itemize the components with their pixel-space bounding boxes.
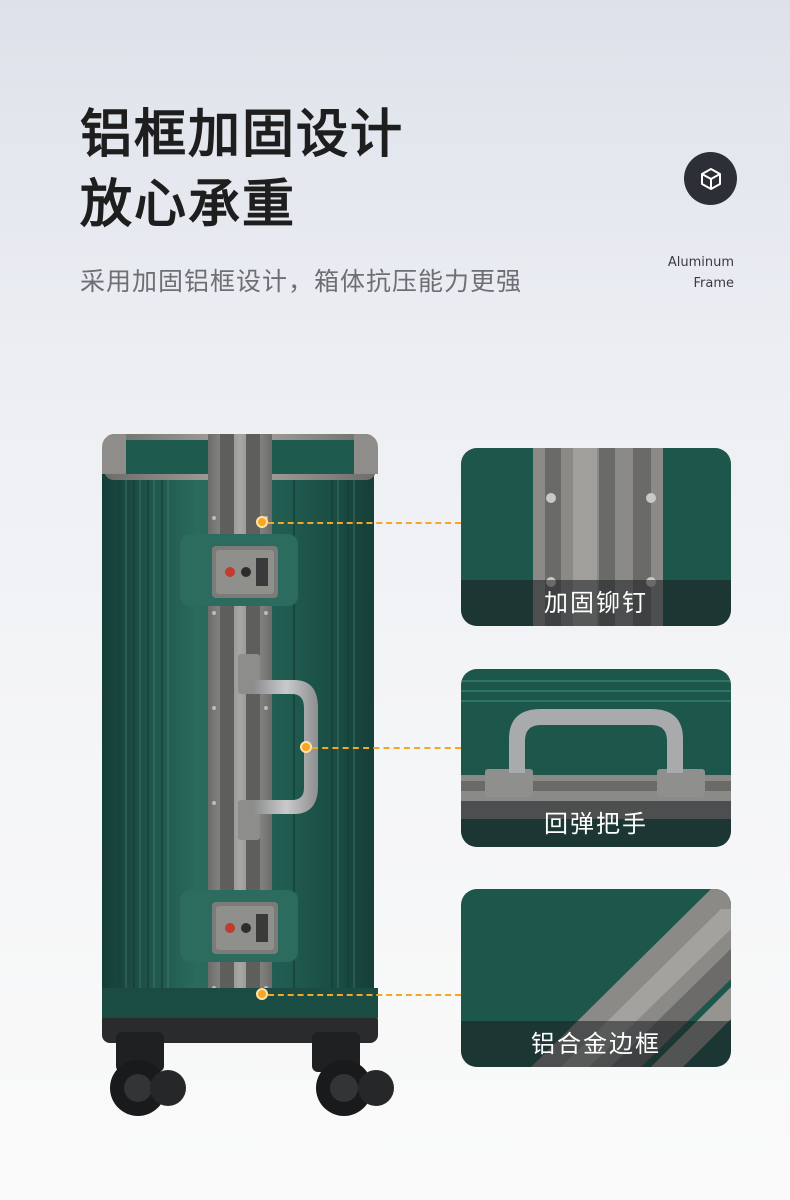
headline-line-1: 铝框加固设计: [80, 105, 405, 165]
badge-caption-line-1: Aluminum: [667, 255, 734, 270]
suitcase-illustration: [102, 434, 394, 1116]
detail-card-rivets: 加固铆钉: [461, 448, 731, 626]
headline: 铝框加固设计 放心承重: [80, 100, 404, 240]
cube-icon: [700, 167, 721, 190]
wheels: [110, 1032, 394, 1116]
tsa-lock-bottom: [212, 902, 278, 954]
aluminum-frame-badge: [684, 152, 737, 205]
subtitle: 采用加固铝框设计，箱体抗压能力更强: [80, 267, 523, 296]
leader-line-handle: [312, 747, 461, 749]
leader-line-rivet: [268, 522, 461, 524]
detail-card-frame: 铝合金边框: [461, 889, 731, 1067]
badge-caption-line-2: Frame: [693, 276, 734, 291]
badge-caption: Aluminum Frame: [668, 252, 734, 294]
callout-dot-rivet: [256, 516, 268, 528]
detail-card-label: 回弹把手: [461, 801, 731, 847]
detail-card-label: 铝合金边框: [461, 1021, 731, 1067]
callout-dot-handle: [300, 741, 312, 753]
leader-line-frame: [268, 994, 461, 996]
detail-card-handle: 回弹把手: [461, 669, 731, 847]
headline-line-2: 放心承重: [80, 175, 297, 235]
detail-card-label: 加固铆钉: [461, 580, 731, 626]
callout-dot-frame: [256, 988, 268, 1000]
tsa-lock-top: [212, 546, 278, 598]
